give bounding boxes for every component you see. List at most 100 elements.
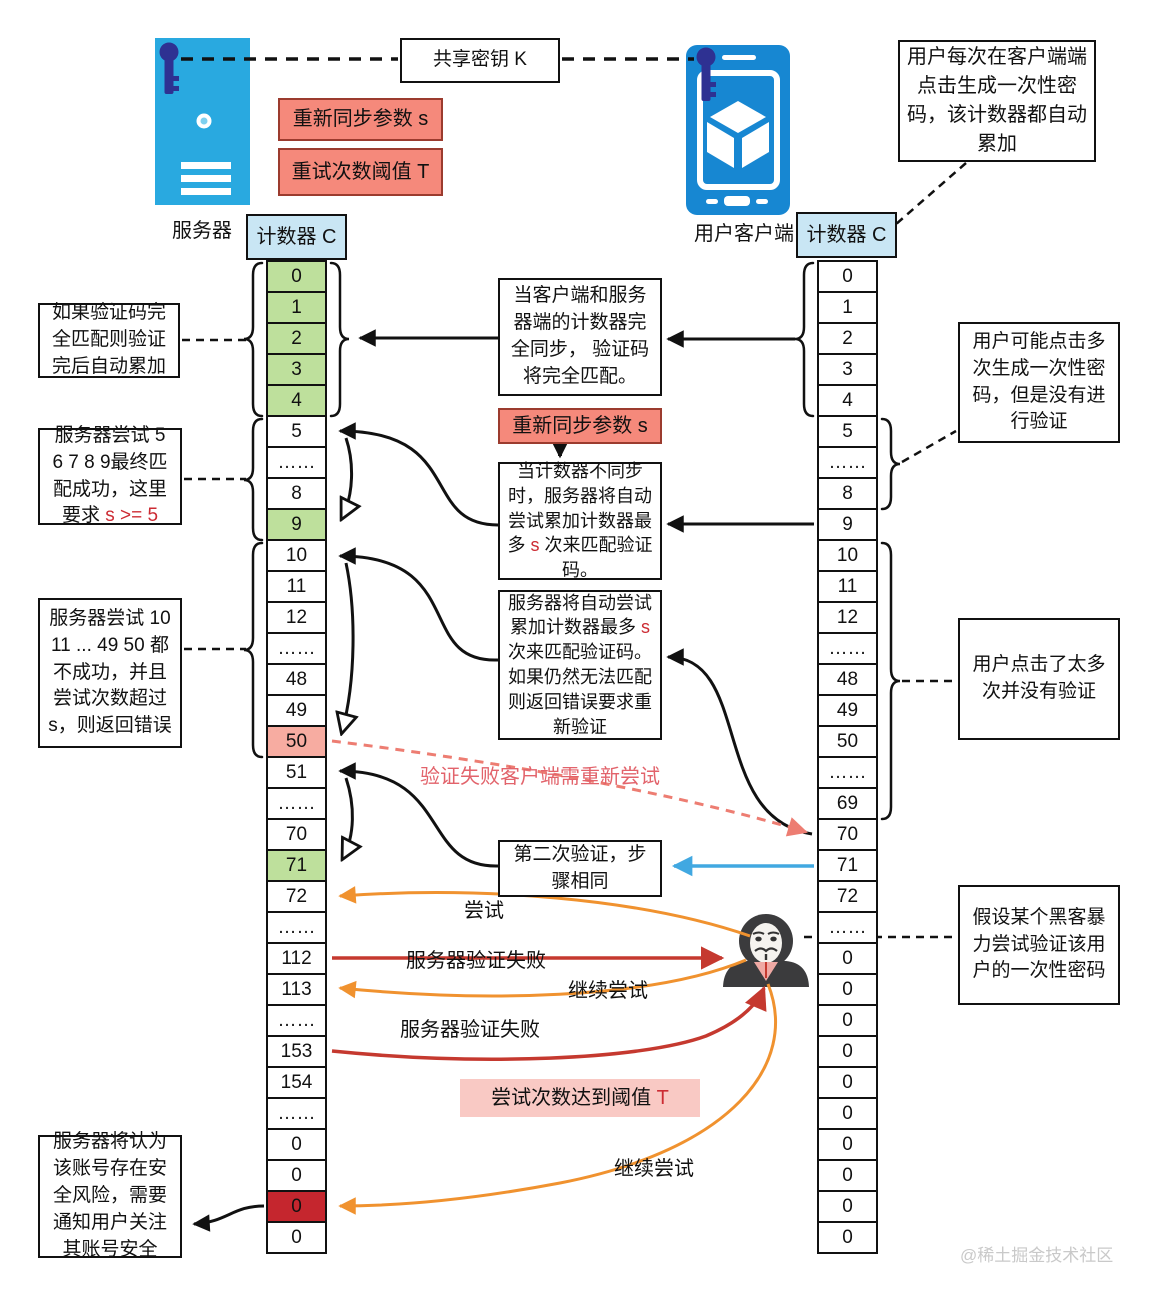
counter-cell: 0 [817, 1128, 878, 1161]
threshold-reached-box: 尝试次数达到阈值 T [460, 1079, 700, 1117]
counter-cell: 5 [266, 415, 327, 448]
counter-cell: 71 [817, 849, 878, 882]
counter-header-left-label: 计数器 C [256, 225, 337, 248]
counter-cell: 11 [817, 570, 878, 603]
counter-cell: 0 [266, 1159, 327, 1192]
note-counter-out-of-sync: 当计数器不同步时，服务器将自动尝试累加计数器最多 s 次来匹配验证码。 [498, 460, 662, 581]
counter-cell: 70 [266, 818, 327, 851]
counter-header-right: 计数器 C [796, 212, 897, 258]
counter-cell: …… [817, 446, 878, 479]
hacker-icon [723, 914, 809, 987]
counter-cell: 50 [817, 725, 878, 758]
counter-cell: 2 [266, 322, 327, 355]
note-text: 服务器尝试 5 6 7 8 9最终匹配成功，这里要求 s >= 5 [52, 424, 168, 527]
counter-cell: 4 [266, 384, 327, 417]
resync-param-box: 重新同步参数 s [278, 98, 443, 141]
shared-key-box: 共享密钥 K [400, 38, 560, 83]
counter-cell: 0 [817, 1190, 878, 1223]
note-text: 当计数器不同步时，服务器将自动尝试累加计数器最多 s 次来匹配验证码。 [507, 460, 653, 581]
note-text: 尝试次数达到阈值 T [491, 1086, 669, 1109]
note-security-risk: 服务器将认为该账号存在安全风险，需要通知用户关注其账号安全 [38, 1131, 182, 1260]
phone-icon [686, 45, 790, 215]
note-text: 当客户端和服务器端的计数器完全同步， 验证码将完全匹配。 [510, 285, 650, 387]
brace-left-col-5-9 [243, 417, 264, 542]
server-key-icon [159, 42, 179, 94]
dashed-client-note-to-counter [894, 162, 967, 226]
arrow-try-down-to-cell-50 [342, 562, 353, 732]
counter-cell: …… [266, 1004, 327, 1037]
counter-cell: 4 [817, 384, 878, 417]
counter-cell: 0 [266, 1128, 327, 1161]
watermark: @稀土掘金技术社区 [960, 1246, 1114, 1265]
counter-cell: 3 [266, 353, 327, 386]
arrow-retry-dashed-50-to-70 [331, 739, 808, 837]
counter-cell: 71 [266, 849, 327, 882]
arrow-hacker-try-72 [338, 886, 751, 938]
resync-param-box-center: 重新同步参数 s [498, 408, 662, 444]
counter-cell: 0 [266, 1190, 327, 1223]
note-text: 用户可能点击多次生成一次性密码，但是没有进行验证 [972, 330, 1106, 433]
counter-cell: 0 [817, 1221, 878, 1254]
counter-cell: 0 [817, 260, 878, 293]
server-label: 服务器 [172, 220, 232, 242]
resync-param-label: 重新同步参数 s [292, 108, 429, 131]
counter-cell: 49 [817, 694, 878, 727]
counter-cell: 0 [817, 1004, 878, 1037]
counter-cell: 9 [266, 508, 327, 541]
note-hacker-bruteforce: 假设某个黑客暴力尝试验证该用户的一次性密码 [958, 885, 1120, 1005]
retry-fail-label: 验证失败客户端需重新尝试 [420, 766, 660, 788]
resync-param-label: 重新同步参数 s [512, 414, 648, 437]
counter-cell: 9 [817, 508, 878, 541]
counter-cell: …… [266, 787, 327, 820]
arrow-label-server-fail-2: 服务器验证失败 [400, 1019, 540, 1041]
note-text: 如果验证码完全匹配则验证完后自动累加 [51, 302, 166, 377]
counter-cell: 1 [817, 291, 878, 324]
note-text: 第二次验证，步骤相同 [513, 843, 647, 892]
counter-cell: 10 [266, 539, 327, 572]
note-user-too-many-clicks: 用户点击了太多次并没有验证 [958, 618, 1120, 740]
counter-header-left: 计数器 C [246, 214, 347, 260]
note-match-auto-increment: 如果验证码完全匹配则验证完后自动累加 [38, 302, 180, 378]
brace-left-col-0-4-right [329, 261, 350, 418]
retry-threshold-label: 重试次数阈值 T [291, 160, 430, 183]
note-second-verification: 第二次验证，步骤相同 [498, 840, 662, 897]
arrow-fail-note-to-cell-10 [338, 547, 499, 662]
cube-icon [707, 101, 769, 168]
note-server-try-5-9: 服务器尝试 5 6 7 8 9最终匹配成功，这里要求 s >= 5 [38, 425, 182, 526]
client-key-icon [696, 47, 716, 101]
counter-cell: 50 [266, 725, 327, 758]
counter-cell: 12 [266, 601, 327, 634]
brace-right-col-5-8 [880, 417, 901, 511]
counter-cell: 0 [817, 973, 878, 1006]
note-client-increment: 用户每次在客户端端点击生成一次性密码，该计数器都自动累加 [898, 40, 1096, 162]
brace-right-col-0-4 [794, 261, 815, 418]
counter-cell: 3 [817, 353, 878, 386]
note-counters-in-sync: 当客户端和服务器端的计数器完全同步， 验证码将完全匹配。 [498, 278, 662, 396]
note-user-clicks-no-verify: 用户可能点击多次生成一次性密码，但是没有进行验证 [958, 322, 1120, 443]
shared-key-label: 共享密钥 K [433, 49, 527, 71]
arrow-try-down-to-cell-71 [343, 777, 352, 858]
counter-cell: 8 [266, 477, 327, 510]
counter-cell: 153 [266, 1035, 327, 1068]
arrow-resync-note-to-cell-5 [338, 422, 499, 527]
counter-cell: 72 [817, 880, 878, 913]
arrow-server-fail-153 [331, 985, 767, 1061]
counter-cell: …… [266, 446, 327, 479]
counter-cell: 2 [817, 322, 878, 355]
counter-cell: 10 [817, 539, 878, 572]
counter-cell: 51 [266, 756, 327, 789]
counter-cell: 69 [817, 787, 878, 820]
note-server-try-10-50: 服务器尝试 10 11 ... 49 50 都不成功，并且尝试次数超过 s，则返… [38, 598, 182, 748]
counter-cell: …… [817, 911, 878, 944]
counter-cell: 0 [817, 1066, 878, 1099]
counter-cell: 70 [817, 818, 878, 851]
arrow-second-verify-to-cell-51 [338, 762, 499, 868]
note-text: 服务器尝试 10 11 ... 49 50 都不成功，并且尝试次数超过 s，则返… [48, 607, 172, 737]
note-text: 用户每次在客户端端点击生成一次性密码，该计数器都自动累加 [907, 46, 1087, 155]
counter-cell: 72 [266, 880, 327, 913]
arrow-label-server-fail-1: 服务器验证失败 [406, 950, 546, 972]
counter-cell: 0 [266, 260, 327, 293]
counter-cell: …… [266, 1097, 327, 1130]
